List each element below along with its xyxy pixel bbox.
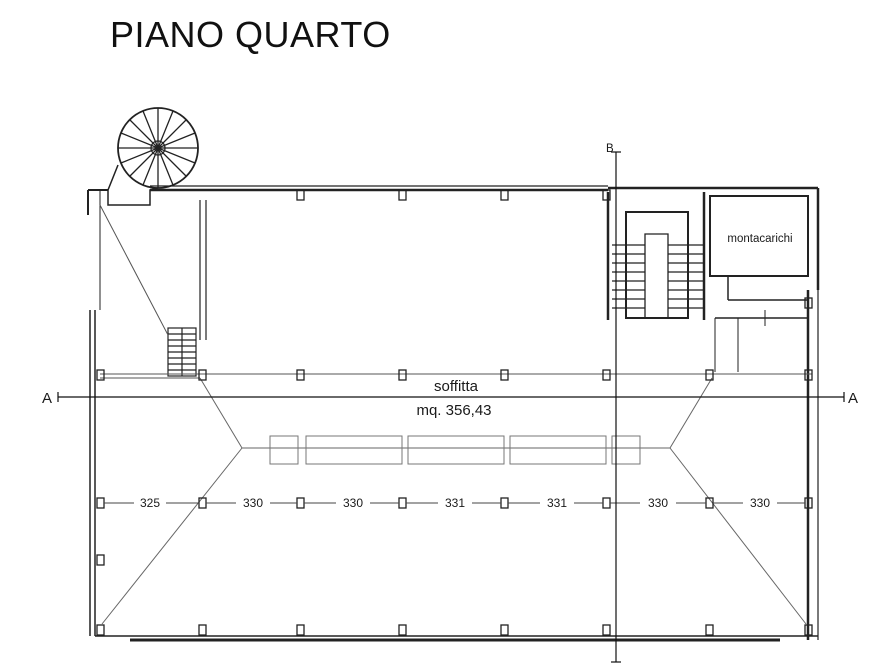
left-staircase [167, 200, 207, 377]
skylights [269, 435, 641, 465]
dimension-label: 325 [140, 496, 160, 510]
section-mark-a-right: A [848, 390, 858, 407]
room-label-lift: montacarichi [727, 233, 792, 245]
dimension-label: 330 [243, 496, 263, 510]
section-mark-b-top: B [606, 143, 614, 155]
dimension-label: 331 [445, 496, 465, 510]
spiral-staircase [107, 107, 199, 206]
dimension-label: 331 [547, 496, 567, 510]
dimension-label: 330 [648, 496, 668, 510]
section-mark-a-left: A [42, 390, 52, 407]
plan-title: PIANO QUARTO [110, 14, 391, 55]
inner-lines [99, 204, 812, 379]
room-label-attic: soffitta [434, 378, 479, 395]
lift-shaft [709, 195, 809, 372]
right-stairwell [606, 192, 706, 320]
section-lines [57, 151, 845, 663]
room-area-attic: mq. 356,43 [416, 402, 491, 419]
dimension-label: 330 [750, 496, 770, 510]
columns [96, 189, 813, 636]
dimension-label: 330 [343, 496, 363, 510]
roof-lines [101, 377, 807, 625]
outer-walls [87, 185, 820, 642]
